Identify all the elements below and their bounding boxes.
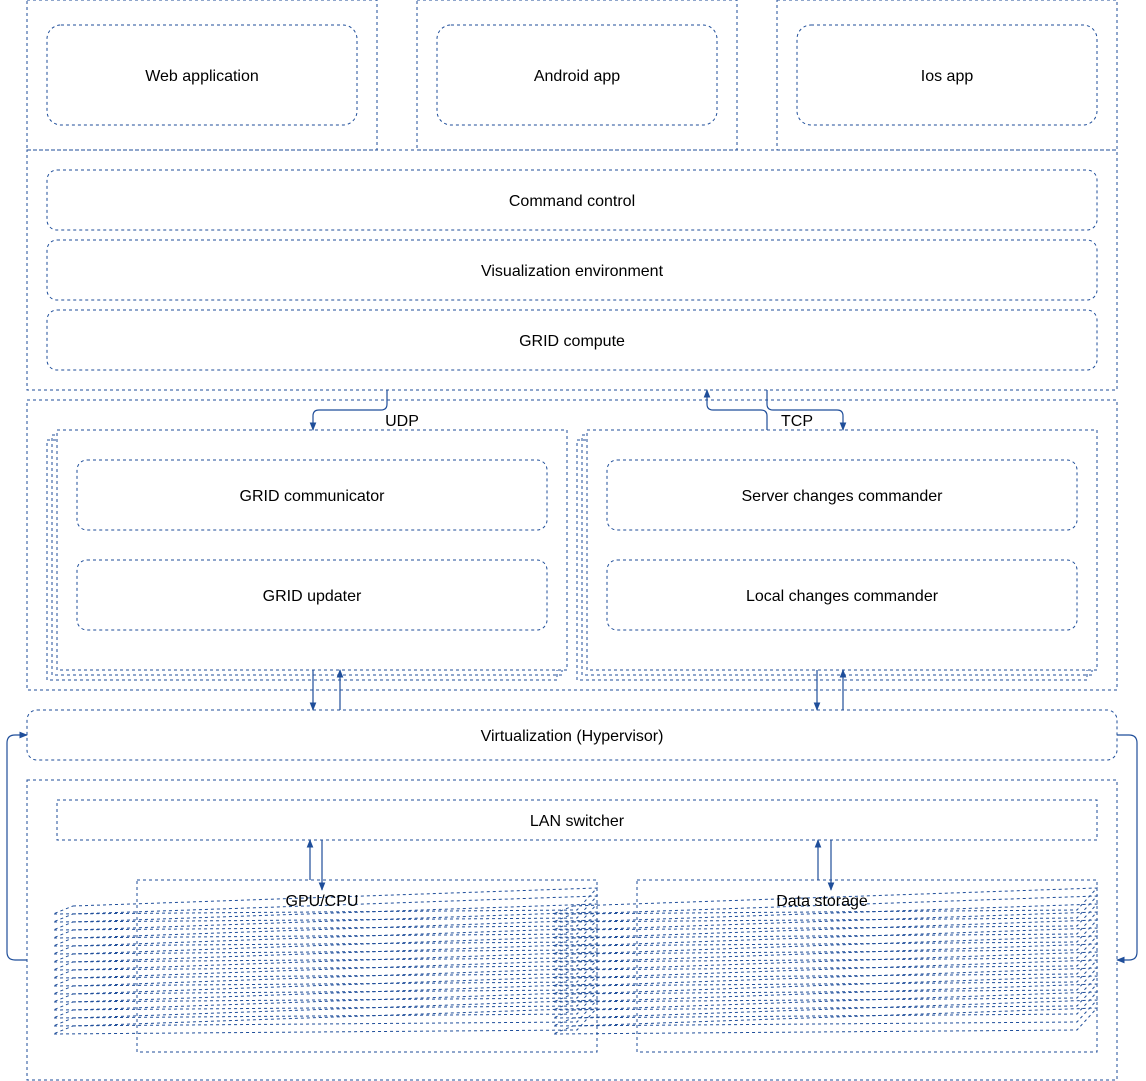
gpu-cpu-label: GPU/CPU xyxy=(286,893,359,910)
gpu-cpu-stack-layer xyxy=(52,919,599,947)
data-storage-stack-layer xyxy=(552,895,1099,923)
grid-updater-box xyxy=(76,559,548,631)
data-storage-stack-layer xyxy=(552,1007,1099,1035)
command-control-label: Command control xyxy=(509,193,635,210)
android-app-box xyxy=(436,24,718,126)
gpu-cpu-stack-layer xyxy=(52,887,599,915)
tcp-label: TCP xyxy=(781,413,813,430)
data-storage-stack-layer xyxy=(552,983,1099,1011)
gpu-cpu-stack-layers xyxy=(52,887,599,1035)
server-changes-commander-label: Server changes commander xyxy=(742,488,944,505)
grid-compute-box xyxy=(46,309,1098,371)
server-changes-commander-box xyxy=(606,459,1078,531)
data-storage-stack-layer xyxy=(552,935,1099,963)
gpu-cpu-stack-layer xyxy=(52,975,599,1003)
grid-communicator-label: GRID communicator xyxy=(240,488,386,505)
lan-switcher-label: LAN switcher xyxy=(530,813,625,830)
web-app-box xyxy=(46,24,358,126)
gpu-cpu-stack-layer xyxy=(52,967,599,995)
data-storage-stack-layer xyxy=(552,911,1099,939)
data-storage-stack-layer xyxy=(552,975,1099,1003)
data-storage-stack-layer xyxy=(552,943,1099,971)
ios-app-label: Ios app xyxy=(921,68,974,85)
hypervisor-label: Virtualization (Hypervisor) xyxy=(481,728,664,745)
data-storage-stack-layer xyxy=(552,959,1099,987)
commander-stack-front xyxy=(586,429,1098,671)
command-control-box xyxy=(46,169,1098,231)
visualization-environment-box xyxy=(46,239,1098,301)
data-storage-stack-layer xyxy=(552,927,1099,955)
data-storage-label: Data storage xyxy=(776,893,868,910)
gpu-cpu-stack-layer xyxy=(52,959,599,987)
grid-updater-label: GRID updater xyxy=(263,588,362,605)
gpu-cpu-box xyxy=(136,879,598,1053)
data-storage-stack-layer xyxy=(552,919,1099,947)
data-storage-stack-layer xyxy=(552,967,1099,995)
gpu-cpu-stack-layer xyxy=(52,991,599,1019)
grid-compute-label: GRID compute xyxy=(519,333,625,350)
web-app-label: Web application xyxy=(145,68,259,85)
tcp-up-arrow xyxy=(703,389,768,430)
gpu-cpu-stack-layer xyxy=(52,935,599,963)
gpu-cpu-stack-layer xyxy=(52,903,599,931)
data-storage-stack-layer xyxy=(552,991,1099,1019)
data-storage-stack-layer xyxy=(552,999,1099,1027)
gpu-cpu-stack-layer xyxy=(52,999,599,1027)
tcp-down-arrow xyxy=(766,390,847,431)
android-app-container xyxy=(416,0,738,151)
infrastructure-container xyxy=(26,779,1118,1081)
local-changes-commander-label: Local changes commander xyxy=(746,588,939,605)
udp-arrow xyxy=(309,390,388,431)
android-app-label: Android app xyxy=(534,68,620,85)
grid-node-stack-front xyxy=(56,429,568,671)
data-storage-stack-layer xyxy=(552,903,1099,931)
gpu-cpu-stack-layer xyxy=(52,1007,599,1035)
gpu-cpu-stack-layer xyxy=(52,983,599,1011)
hypervisor-to-infrastructure-loop-arrow xyxy=(1116,734,1138,964)
server-container xyxy=(26,149,1118,391)
data-storage-box xyxy=(636,879,1098,1053)
gpu-cpu-stack-layer xyxy=(52,895,599,923)
data-storage-stack-layers xyxy=(552,887,1099,1035)
gpu-cpu-stack-layer xyxy=(52,911,599,939)
visualization-environment-label: Visualization environment xyxy=(481,263,664,280)
infrastructure-to-hypervisor-loop-arrow xyxy=(6,731,28,961)
gpu-cpu-stack-layer xyxy=(52,943,599,971)
gpu-cpu-stack-layer xyxy=(52,927,599,955)
grid-communicator-box xyxy=(76,459,548,531)
local-changes-commander-box xyxy=(606,559,1078,631)
data-storage-stack-layer xyxy=(552,951,1099,979)
udp-label: UDP xyxy=(385,413,419,430)
ios-app-box xyxy=(796,24,1098,126)
gpu-cpu-stack-layer xyxy=(52,951,599,979)
data-storage-stack-layer xyxy=(552,887,1099,915)
